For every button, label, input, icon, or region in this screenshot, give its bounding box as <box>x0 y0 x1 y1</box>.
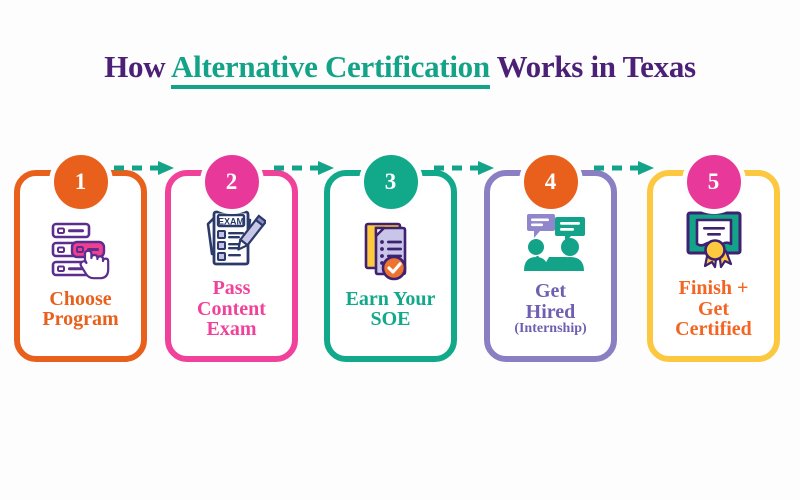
step-label-5-line2: Get <box>697 297 730 320</box>
step-label-3: Earn Your SOE <box>342 287 440 330</box>
interview-two-people-speech-icon <box>513 205 589 279</box>
step-badge-3: 3 <box>358 150 423 214</box>
step-label-1: Choose Program <box>38 287 122 330</box>
step-badge-2: 2 <box>199 150 264 214</box>
connector-arrow-4 <box>592 160 654 176</box>
step-badge-5: 5 <box>681 150 746 214</box>
step-label-1-line2: Program <box>42 308 119 330</box>
title-before: How <box>104 49 172 84</box>
connector-arrow-1 <box>112 160 174 176</box>
connector-arrow-3 <box>432 160 494 176</box>
select-program-list-cursor-icon <box>45 213 117 287</box>
step-card-3[interactable]: 3 <box>324 150 457 362</box>
step-badge-4: 4 <box>518 150 583 214</box>
step-label-2: Pass Content Exam <box>193 277 270 341</box>
step-label-4-line2: Hired <box>525 300 576 323</box>
page-title: How Alternative Certification Works in T… <box>0 49 800 89</box>
connector-arrow-2 <box>272 160 334 176</box>
certificate-award-icon <box>681 202 747 276</box>
title-highlight: Alternative Certification <box>171 49 490 89</box>
step-card-1[interactable]: 1 <box>14 150 147 362</box>
exam-icon-text: EXAM <box>217 217 243 227</box>
step-card-2[interactable]: 2 EXAM <box>165 150 298 362</box>
step-label-5-line1: Finish + <box>678 277 749 300</box>
title-text: How Alternative Certification Works in T… <box>0 49 800 89</box>
step-label-2-line3: Exam <box>206 318 257 341</box>
title-after: Works in Texas <box>489 49 696 84</box>
step-label-5: Finish + Get Certified <box>671 277 756 341</box>
step-sublabel-4: (Internship) <box>514 321 587 337</box>
step-label-3-line1: Earn Your <box>345 287 436 310</box>
step-label-1-line1: Choose <box>49 287 112 310</box>
step-label-2-line1: Pass <box>212 277 251 300</box>
step-label-2-line2: Content <box>197 297 266 320</box>
documents-approved-check-icon <box>358 213 424 287</box>
step-card-4[interactable]: 4 <box>484 150 617 362</box>
steps-row: 1 <box>0 142 800 372</box>
step-badge-1: 1 <box>48 150 113 214</box>
step-card-5[interactable]: 5 Finish + <box>647 150 780 362</box>
step-label-5-line3: Certified <box>675 318 752 341</box>
step-label-3-line2: SOE <box>370 308 411 330</box>
step-label-4: Get Hired (Internship) <box>510 281 590 336</box>
step-label-4-line1: Get <box>534 280 567 303</box>
